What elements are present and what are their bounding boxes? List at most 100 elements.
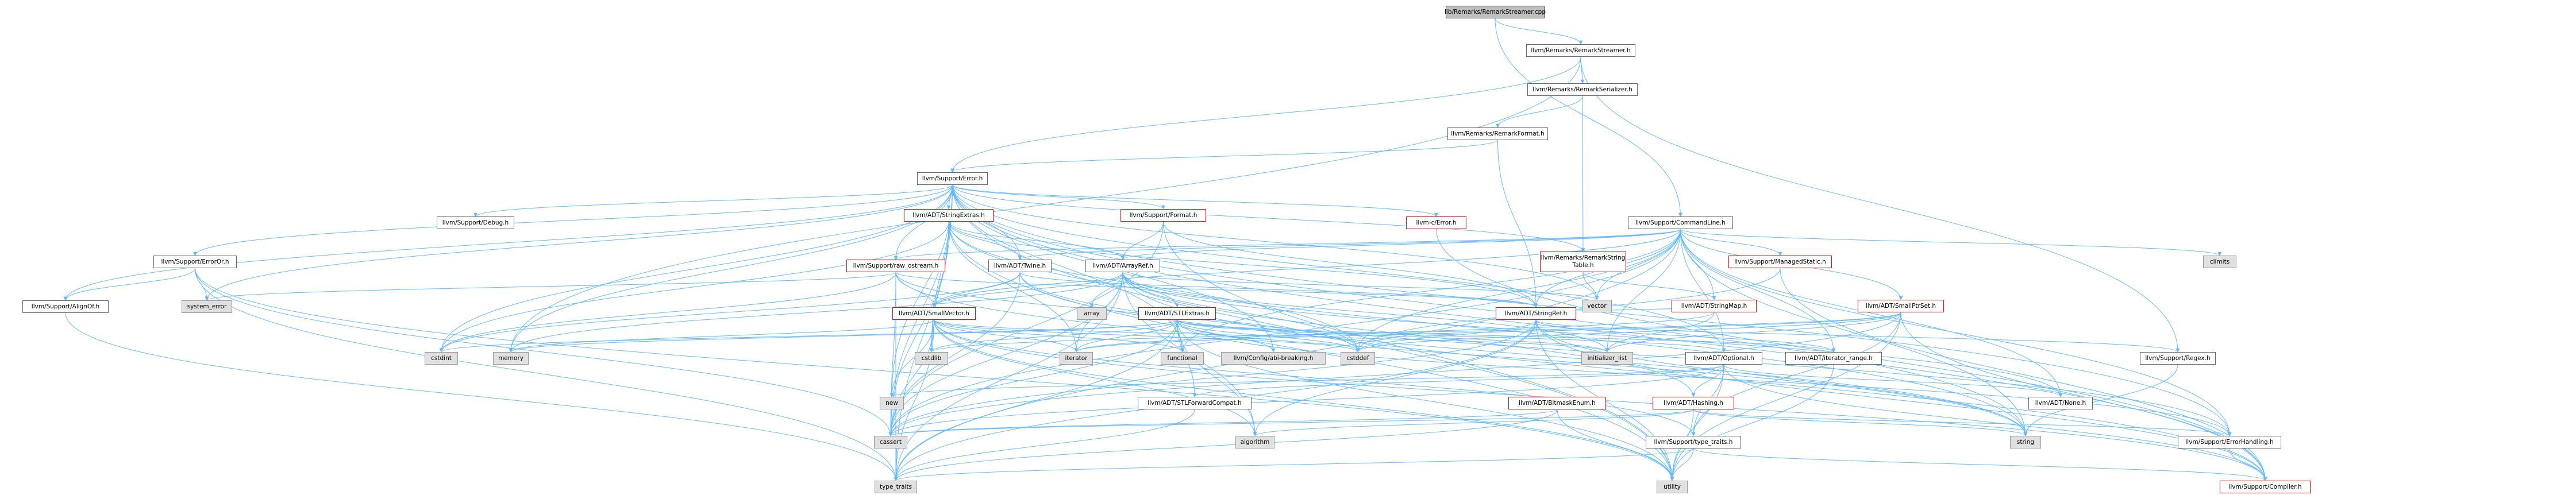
node-regex-h[interactable]: llvm/Support/Regex.h [2140, 352, 2216, 365]
node-iterator-range-h[interactable]: llvm/ADT/iterator_range.h [1785, 352, 1882, 365]
node-optional-h[interactable]: llvm/ADT/Optional.h [1685, 352, 1762, 365]
edge-error_h-to-debug_h [473, 184, 953, 217]
node-type-traits[interactable]: type_traits [875, 481, 917, 493]
node-remark-string-table-h[interactable]: llvm/Remarks/RemarkString Table.h [1540, 252, 1626, 272]
edge-hashing_h-to-algorithm [1253, 409, 1694, 436]
edge-command_line_h-to-raw_ostream_h [894, 229, 1681, 260]
node-format-h[interactable]: llvm/Support/Format.h [1120, 209, 1206, 222]
node-cstdint[interactable]: cstdint [425, 352, 458, 365]
node-memory[interactable]: memory [493, 352, 529, 365]
node-small-ptr-set-h[interactable]: llvm/ADT/SmallPtrSet.h [1858, 300, 1944, 312]
node-system-error[interactable]: system_error [182, 300, 232, 313]
edge-array_ref_h-to-vector [1122, 272, 1599, 300]
node-error-or-h[interactable]: llvm/Support/ErrorOr.h [153, 256, 237, 268]
edge-array_ref_h-to-none_h [1122, 272, 2063, 397]
node-cassert[interactable]: cassert [874, 436, 907, 448]
edge-command_line_h-to-optional_h [1680, 229, 1726, 353]
edge-regex_h-to-string [2023, 364, 2178, 436]
node-string[interactable]: string [2010, 436, 2041, 448]
edge-small_ptr_set_h-to-cassert [888, 312, 1901, 436]
edge-remark_string_table_h-to-string_map_h [1582, 272, 1716, 300]
node-stl-extras-h[interactable]: llvm/ADT/STLExtras.h [1138, 307, 1216, 320]
node-algorithm[interactable]: algorithm [1235, 436, 1274, 448]
edge-string_ref_h-to-cassert [888, 319, 1537, 436]
edge-optional_h-to-new [890, 364, 1724, 397]
edge-align_of_h-to-type_traits [65, 312, 898, 481]
edge-error_h-to-vector [952, 184, 1599, 300]
node-small-vector-h[interactable]: llvm/ADT/SmallVector.h [892, 307, 976, 320]
node-remark-serializer-h[interactable]: llvm/Remarks/RemarkSerializer.h [1527, 83, 1638, 96]
edge-stl_extras_h-to-utility [1177, 319, 1674, 481]
node-string-ref-h[interactable]: llvm/ADT/StringRef.h [1496, 307, 1576, 320]
edge-command_line_h-to-iterator_range_h [1680, 229, 1836, 353]
edge-stl_forward_compat_h-to-type_traits [894, 409, 1195, 481]
edge-error_handling_h-to-compiler_h [2229, 448, 2267, 481]
edge-error_or_h-to-align_of_h [63, 268, 195, 301]
edge-command_line_h-to-vector [1595, 229, 1681, 300]
edge-small_vector_h-to-iterator [934, 319, 1079, 353]
edge-stl_extras_h-to-cstdint [439, 319, 1177, 353]
edge-optional_h-to-hashing_h [1691, 364, 1724, 397]
node-remark-format-h[interactable]: llvm/Remarks/RemarkFormat.h [1447, 127, 1548, 140]
node-type-traits-h[interactable]: llvm/Support/type_traits.h [1646, 436, 1741, 448]
node-string-extras-h[interactable]: llvm/ADT/StringExtras.h [904, 209, 994, 222]
node-initializer-list[interactable]: initializer_list [1581, 352, 1633, 365]
edge-regex_h-to-string_ref_h [1534, 319, 2178, 353]
node-command-line-h[interactable]: llvm/Support/CommandLine.h [1628, 216, 1733, 229]
node-align-of-h[interactable]: llvm/Support/AlignOf.h [22, 300, 109, 313]
edge-array_ref_h-to-stl_extras_h [1122, 272, 1179, 308]
edge-command_line_h-to-array_ref_h [1120, 229, 1681, 260]
node-cstdlib[interactable]: cstdlib [915, 352, 948, 365]
node-root[interactable]: lib/Remarks/RemarkStreamer.cpp [1445, 6, 1546, 18]
node-raw-ostream-h[interactable]: llvm/Support/raw_ostream.h [846, 260, 945, 272]
edge-twine_h-to-cstdint [439, 272, 1021, 353]
edge-error_h-to-new [890, 184, 953, 397]
edge-small_ptr_set_h-to-cstdlib [929, 312, 1901, 353]
node-debug-h[interactable]: llvm/Support/Debug.h [437, 216, 514, 229]
edge-command_line_h-to-none_h [1680, 229, 2063, 397]
edge-error_h-to-system_error [205, 184, 953, 301]
node-new[interactable]: new [880, 397, 904, 409]
edge-small_ptr_set_h-to-utility [1670, 312, 1901, 481]
edge-command_line_h-to-string [1680, 229, 2028, 436]
edge-string_extras_h-to-cstddef [948, 221, 1360, 353]
edge-small_vector_h-to-type_traits [894, 319, 934, 481]
node-climits[interactable]: climits [2203, 256, 2236, 268]
edge-array_ref_h-to-small_vector_h [932, 272, 1123, 308]
edge-small_vector_h-to-new [890, 319, 934, 397]
node-stl-forward-compat-h[interactable]: llvm/ADT/STLForwardCompat.h [1138, 397, 1252, 409]
edge-error_h-to-string [952, 184, 2028, 436]
node-cstddef[interactable]: cstddef [1341, 352, 1375, 365]
edge-remark_streamer_h-to-error_h [950, 56, 1581, 173]
edge-small_vector_h-to-algorithm [934, 319, 1257, 436]
node-error-handling-h[interactable]: llvm/Support/ErrorHandling.h [2178, 436, 2281, 448]
edge-hashing_h-to-string [1693, 409, 2028, 436]
node-c-error-h[interactable]: llvm-c/Error.h [1406, 216, 1466, 229]
node-bitmask-enum-h[interactable]: llvm/ADT/BitmaskEnum.h [1508, 397, 1606, 409]
edge-bitmask_enum_h-to-cassert [888, 409, 1558, 436]
node-none-h[interactable]: llvm/ADT/None.h [2028, 397, 2093, 409]
node-array[interactable]: array [1077, 307, 1107, 320]
node-remark-streamer-h[interactable]: llvm/Remarks/RemarkStreamer.h [1526, 44, 1635, 57]
edge-format_h-to-string_ref_h [1163, 221, 1538, 308]
node-functional[interactable]: functional [1161, 352, 1204, 365]
edge-optional_h-to-stl_forward_compat_h [1192, 364, 1724, 397]
edge-hashing_h-to-cassert [888, 409, 1694, 436]
node-compiler-h[interactable]: llvm/Support/Compiler.h [2220, 481, 2311, 493]
edge-stl_extras_h-to-memory [509, 319, 1177, 353]
node-hashing-h[interactable]: llvm/ADT/Hashing.h [1653, 397, 1734, 409]
node-string-map-h[interactable]: llvm/ADT/StringMap.h [1672, 300, 1757, 312]
node-array-ref-h[interactable]: llvm/ADT/ArrayRef.h [1085, 260, 1160, 272]
edge-root-to-remark_streamer_h [1495, 18, 1583, 45]
edge-remark_serializer_h-to-remark_format_h [1496, 95, 1583, 128]
node-vector[interactable]: vector [1582, 300, 1612, 312]
node-managed-static-h[interactable]: llvm/Support/ManagedStatic.h [1728, 256, 1832, 268]
edge-error_h-to-error_or_h [193, 184, 953, 256]
node-abi-breaking-h[interactable]: llvm/Config/abi-breaking.h [1221, 352, 1326, 365]
edge-command_line_h-to-small_vector_h [932, 229, 1681, 308]
node-iterator[interactable]: iterator [1060, 352, 1093, 365]
node-twine-h[interactable]: llvm/ADT/Twine.h [988, 260, 1052, 272]
node-error-h[interactable]: llvm/Support/Error.h [917, 172, 988, 185]
node-utility[interactable]: utility [1657, 481, 1688, 493]
